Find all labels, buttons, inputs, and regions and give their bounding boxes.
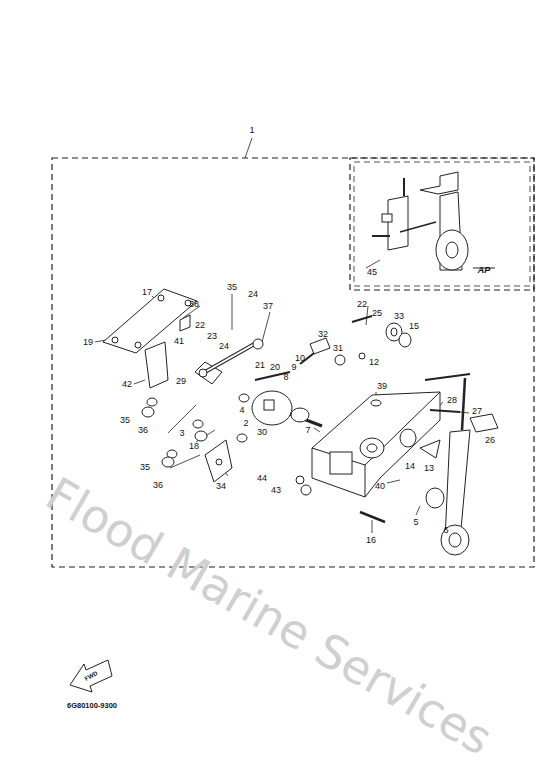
callout-number: 7 xyxy=(305,426,310,435)
watermark: Flood Marine Services xyxy=(39,470,499,762)
grommet xyxy=(180,315,190,331)
callout-number: 39 xyxy=(377,382,387,391)
callout-number: 25 xyxy=(372,309,382,318)
parts xyxy=(103,172,498,555)
callout-number: 13 xyxy=(424,464,434,473)
leader-lines xyxy=(95,138,483,533)
callout-number: 10 xyxy=(295,354,305,363)
cover-plate xyxy=(103,289,197,353)
callout-number: 24 xyxy=(248,290,258,299)
callout-number: 2 xyxy=(243,419,248,428)
callout-number: 6 xyxy=(443,526,448,535)
callout-number: 29 xyxy=(176,377,186,386)
callout-number: 33 xyxy=(394,312,404,321)
callout-number: 19 xyxy=(83,338,93,347)
callout-number: 5 xyxy=(413,518,418,527)
callout-number: 21 xyxy=(255,361,265,370)
callout-number: 22 xyxy=(195,321,205,330)
callout-number: 34 xyxy=(216,482,226,491)
callout-number: 15 xyxy=(409,322,419,331)
callout-number: 43 xyxy=(271,486,281,495)
callout-number: 22 xyxy=(357,300,367,309)
callout-number: 30 xyxy=(257,428,267,437)
callout-number: 23 xyxy=(207,332,217,341)
callout-number: 18 xyxy=(189,442,199,451)
variant-mark: AP xyxy=(478,266,491,275)
callout-number: 26 xyxy=(485,436,495,445)
callout-number: 41 xyxy=(174,337,184,346)
part-code: 6G80100-9300 xyxy=(67,702,117,710)
plate-spring xyxy=(145,342,168,388)
lock-lever xyxy=(420,440,440,458)
inset-border-inner xyxy=(354,162,530,286)
callout-number: 28 xyxy=(447,396,457,405)
callout-number: 12 xyxy=(369,358,379,367)
inset-bracket xyxy=(388,196,408,250)
callout-number: 8 xyxy=(283,373,288,382)
callout-number: 3 xyxy=(179,429,184,438)
callout-number: 42 xyxy=(122,380,132,389)
callout-number: 9 xyxy=(291,363,296,372)
gear xyxy=(252,391,292,425)
lever-grip xyxy=(470,414,498,432)
callout-number: 38 xyxy=(189,300,199,309)
remote-lever xyxy=(445,430,470,540)
clip xyxy=(310,338,330,354)
callout-number: 32 xyxy=(318,330,328,339)
control-housing xyxy=(312,392,440,497)
callout-number: 35 xyxy=(120,416,130,425)
fwd-arrow xyxy=(70,660,112,692)
callout-number: 37 xyxy=(263,302,273,311)
callout-number: 1 xyxy=(249,126,254,135)
callout-number: 31 xyxy=(333,344,343,353)
callout-number: 27 xyxy=(472,407,482,416)
callout-number: 36 xyxy=(138,426,148,435)
callout-number: 16 xyxy=(366,536,376,545)
callout-number: 40 xyxy=(375,482,385,491)
cam xyxy=(205,440,232,482)
callout-number: 36 xyxy=(153,481,163,490)
callout-number: 44 xyxy=(257,474,267,483)
callout-number: 45 xyxy=(367,268,377,277)
inset-border xyxy=(350,158,534,290)
callout-number: 35 xyxy=(140,463,150,472)
callout-number: 35 xyxy=(227,283,237,292)
inset-grip xyxy=(420,172,458,194)
callout-number: 20 xyxy=(270,363,280,372)
callout-number: 17 xyxy=(142,288,152,297)
callout-number: 4 xyxy=(239,406,244,415)
callout-number: 14 xyxy=(405,462,415,471)
callout-number: 24 xyxy=(219,342,229,351)
